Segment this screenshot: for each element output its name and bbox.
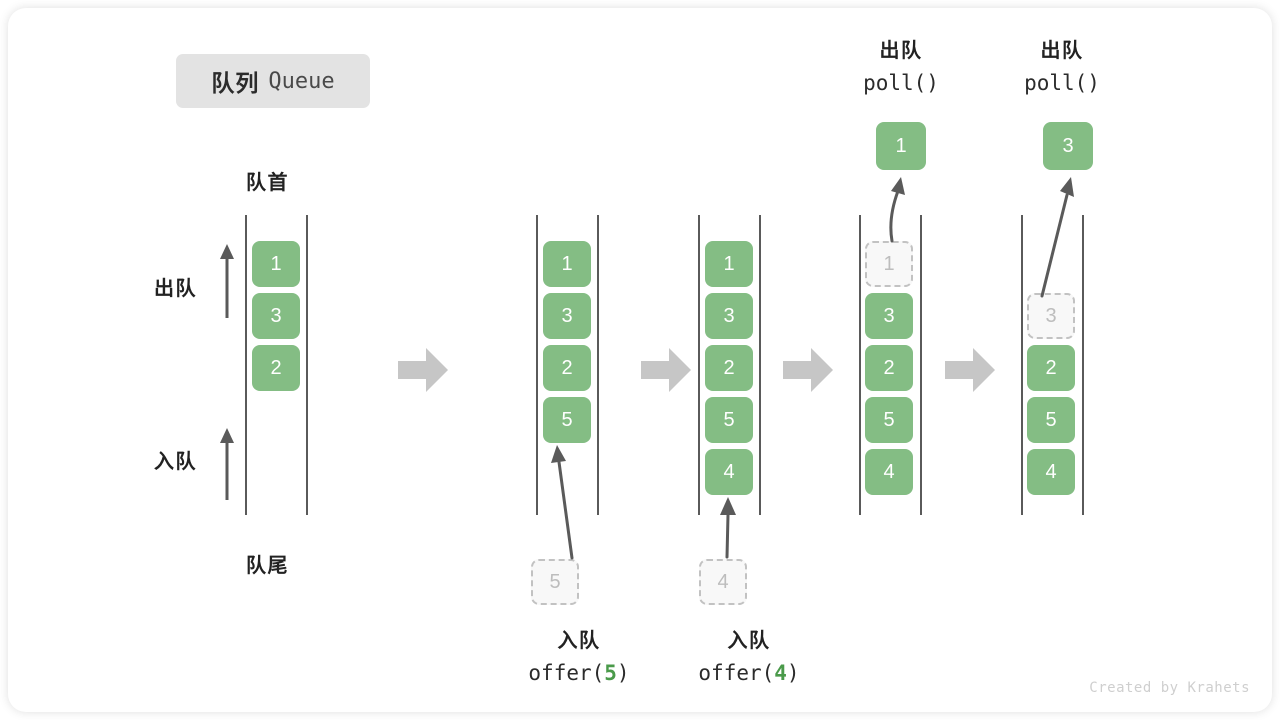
dequeue-direction-arrow-icon xyxy=(216,244,238,318)
queue-cell: 4 xyxy=(865,449,913,495)
step-arrow-icon xyxy=(945,348,995,392)
queue-rail-right-col1 xyxy=(306,215,308,515)
queue-cell: 3 xyxy=(865,293,913,339)
offer-4-label-cn: 入队 xyxy=(727,630,771,652)
queue-cell: 2 xyxy=(1027,345,1075,391)
queue-cell: 4 xyxy=(1027,449,1075,495)
step-arrow-icon xyxy=(398,348,448,392)
queue-rail-right-col2 xyxy=(597,215,599,515)
queue-cell: 3 xyxy=(705,293,753,339)
queue-rail-right-col3 xyxy=(759,215,761,515)
queue-cell: 5 xyxy=(543,397,591,443)
poll-2-label-code: poll() xyxy=(1024,71,1100,95)
queue-rail-left-col3 xyxy=(698,215,700,515)
queue-cell: 5 xyxy=(1027,397,1075,443)
queue-head-label: 队首 xyxy=(246,172,289,194)
poll-1-label-cn: 出队 xyxy=(879,40,923,62)
queue-tail-label: 队尾 xyxy=(246,555,289,577)
queue-cell: 5 xyxy=(865,397,913,443)
queue-cell: 5 xyxy=(705,397,753,443)
enqueue-connector-arrow-icon xyxy=(712,493,746,559)
queue-cell: 2 xyxy=(705,345,753,391)
enqueue-direction-label: 入队 xyxy=(154,451,197,473)
step-arrow-icon xyxy=(783,348,833,392)
queue-cell: 2 xyxy=(252,345,300,391)
incoming-element-ghost: 5 xyxy=(531,559,579,605)
queue-rail-left-col1 xyxy=(245,215,247,515)
polled-element-output: 3 xyxy=(1043,122,1093,170)
queue-rail-left-col4 xyxy=(859,215,861,515)
dequeue-connector-arrow-icon xyxy=(872,173,912,243)
offer-5-label-code: offer(5) xyxy=(528,661,630,685)
offer-4-label-code: offer(4) xyxy=(698,661,800,685)
offer-4-label: 入队 offer(4) xyxy=(689,626,809,690)
diagram-title-cn: 队列 xyxy=(211,70,260,96)
dequeued-element-ghost: 1 xyxy=(865,241,913,287)
credit-text: Created by Krahets xyxy=(1089,680,1250,696)
queue-cell: 3 xyxy=(252,293,300,339)
dequeue-connector-arrow-icon xyxy=(1036,173,1086,298)
offer-5-label-cn: 入队 xyxy=(557,630,601,652)
offer-5-label: 入队 offer(5) xyxy=(519,626,639,690)
poll-1-label-code: poll() xyxy=(863,71,939,95)
poll-2-label: 出队 poll() xyxy=(1002,36,1122,100)
polled-element-output: 1 xyxy=(876,122,926,170)
queue-cell: 1 xyxy=(543,241,591,287)
incoming-element-ghost: 4 xyxy=(699,559,747,605)
queue-cell: 1 xyxy=(252,241,300,287)
queue-cell: 3 xyxy=(543,293,591,339)
poll-2-label-cn: 出队 xyxy=(1040,40,1084,62)
dequeued-element-ghost: 3 xyxy=(1027,293,1075,339)
diagram-title-en: Queue xyxy=(268,68,335,94)
diagram-title-chip: 队列 Queue xyxy=(176,54,370,108)
diagram-canvas: 队列 Queue 队首 队尾 出队 入队 1 3 2 1 3 2 5 5 xyxy=(8,8,1272,712)
enqueue-direction-arrow-icon xyxy=(216,428,238,500)
queue-rail-right-col4 xyxy=(920,215,922,515)
queue-cell: 2 xyxy=(543,345,591,391)
enqueue-connector-arrow-icon xyxy=(548,440,588,560)
queue-rail-right-col5 xyxy=(1082,215,1084,515)
queue-cell: 1 xyxy=(705,241,753,287)
queue-cell: 2 xyxy=(865,345,913,391)
poll-1-label: 出队 poll() xyxy=(841,36,961,100)
dequeue-direction-label: 出队 xyxy=(154,278,197,300)
queue-rail-left-col2 xyxy=(536,215,538,515)
queue-rail-left-col5 xyxy=(1021,215,1023,515)
queue-cell: 4 xyxy=(705,449,753,495)
step-arrow-icon xyxy=(641,348,691,392)
